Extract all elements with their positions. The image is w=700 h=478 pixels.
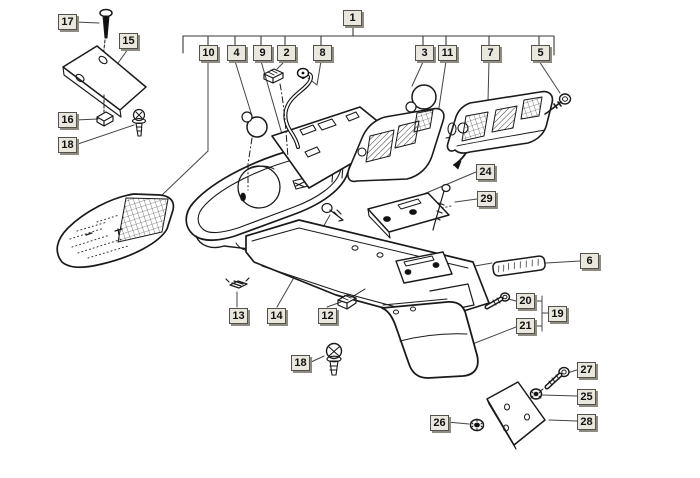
taillight-housing-part [347,107,474,183]
callout-6[interactable]: 6 [580,253,599,269]
mudflap-part [381,298,479,379]
callout-28[interactable]: 28 [577,414,596,430]
callout-3[interactable]: 3 [415,45,434,61]
callout-14[interactable]: 14 [267,308,286,324]
callout-16[interactable]: 16 [58,112,77,128]
assembly-group-bracket [182,27,555,56]
callout-24[interactable]: 24 [476,164,495,180]
washer-part [529,388,543,400]
callout-5[interactable]: 5 [531,45,550,61]
cable-connector-part [263,68,289,159]
callout-13[interactable]: 13 [229,308,248,324]
callout-26[interactable]: 26 [430,415,449,431]
callout-27[interactable]: 27 [577,362,596,378]
callout-18a[interactable]: 18 [58,137,77,153]
callout-12[interactable]: 12 [318,308,337,324]
callout-25[interactable]: 25 [577,389,596,405]
callout-19[interactable]: 19 [548,306,567,322]
callout-18b[interactable]: 18 [291,355,310,371]
callout-2[interactable]: 2 [277,45,296,61]
callout-7[interactable]: 7 [481,45,500,61]
bulb-4-part [241,111,268,191]
bracket-screw-part [432,183,451,231]
callout-4[interactable]: 4 [227,45,246,61]
reflector-decal-part [492,255,546,277]
lens-screw-part [544,93,572,115]
callout-15[interactable]: 15 [119,33,138,49]
mount-plate-part [486,381,546,450]
flange-nut-part [469,418,485,432]
callout-1[interactable]: 1 [343,10,362,26]
callout-10[interactable]: 10 [199,45,218,61]
callout-9[interactable]: 9 [253,45,272,61]
callout-21[interactable]: 21 [516,318,535,334]
callout-29[interactable]: 29 [477,191,496,207]
mudflap-bolt-part [484,292,511,310]
callout-17[interactable]: 17 [58,14,77,30]
bracket-plate-part [62,8,147,137]
support-bracket-part [367,192,450,239]
wiring-harness-part [283,67,314,149]
callout-8[interactable]: 8 [313,45,332,61]
spring-clip-12-part [337,288,366,310]
taillight-lens-part [56,193,175,268]
fender-screw-part [325,342,343,376]
taillight-outer-lens-part [446,90,554,154]
callout-20[interactable]: 20 [516,293,535,309]
spring-clip-13-part [225,277,250,289]
callout-11[interactable]: 11 [438,45,457,61]
hex-bolt-part [538,366,570,393]
